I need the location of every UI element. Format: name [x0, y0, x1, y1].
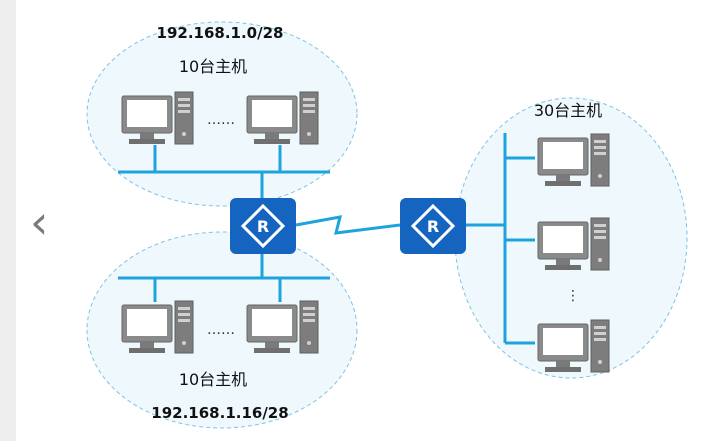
subnet-right-links	[466, 133, 535, 345]
subnet-bottom-network: 192.168.1.16/28	[151, 404, 288, 422]
router-left-icon: R	[228, 196, 298, 256]
left-margin-strip	[0, 0, 16, 441]
subnet-right-hosts: 30台主机	[534, 101, 602, 120]
subnet-top-hosts: 10台主机	[179, 57, 247, 76]
subnet-right-ellipsis: ⋮	[566, 288, 580, 304]
subnet-bottom-hosts: 10台主机	[179, 370, 247, 389]
subnet-top-network: 192.168.1.0/28	[157, 24, 284, 42]
subnet-bottom-links	[118, 252, 330, 302]
router-left-glyph: R	[257, 217, 269, 236]
prev-arrow-icon[interactable]: ‹	[30, 195, 48, 249]
subnet-top-ellipsis: ……	[207, 112, 235, 128]
router-right-icon: R	[398, 196, 468, 256]
wan-serial-link	[295, 215, 401, 235]
router-right-glyph: R	[427, 217, 439, 236]
subnet-top-links	[118, 145, 330, 200]
subnet-bottom-ellipsis: ……	[207, 322, 235, 338]
